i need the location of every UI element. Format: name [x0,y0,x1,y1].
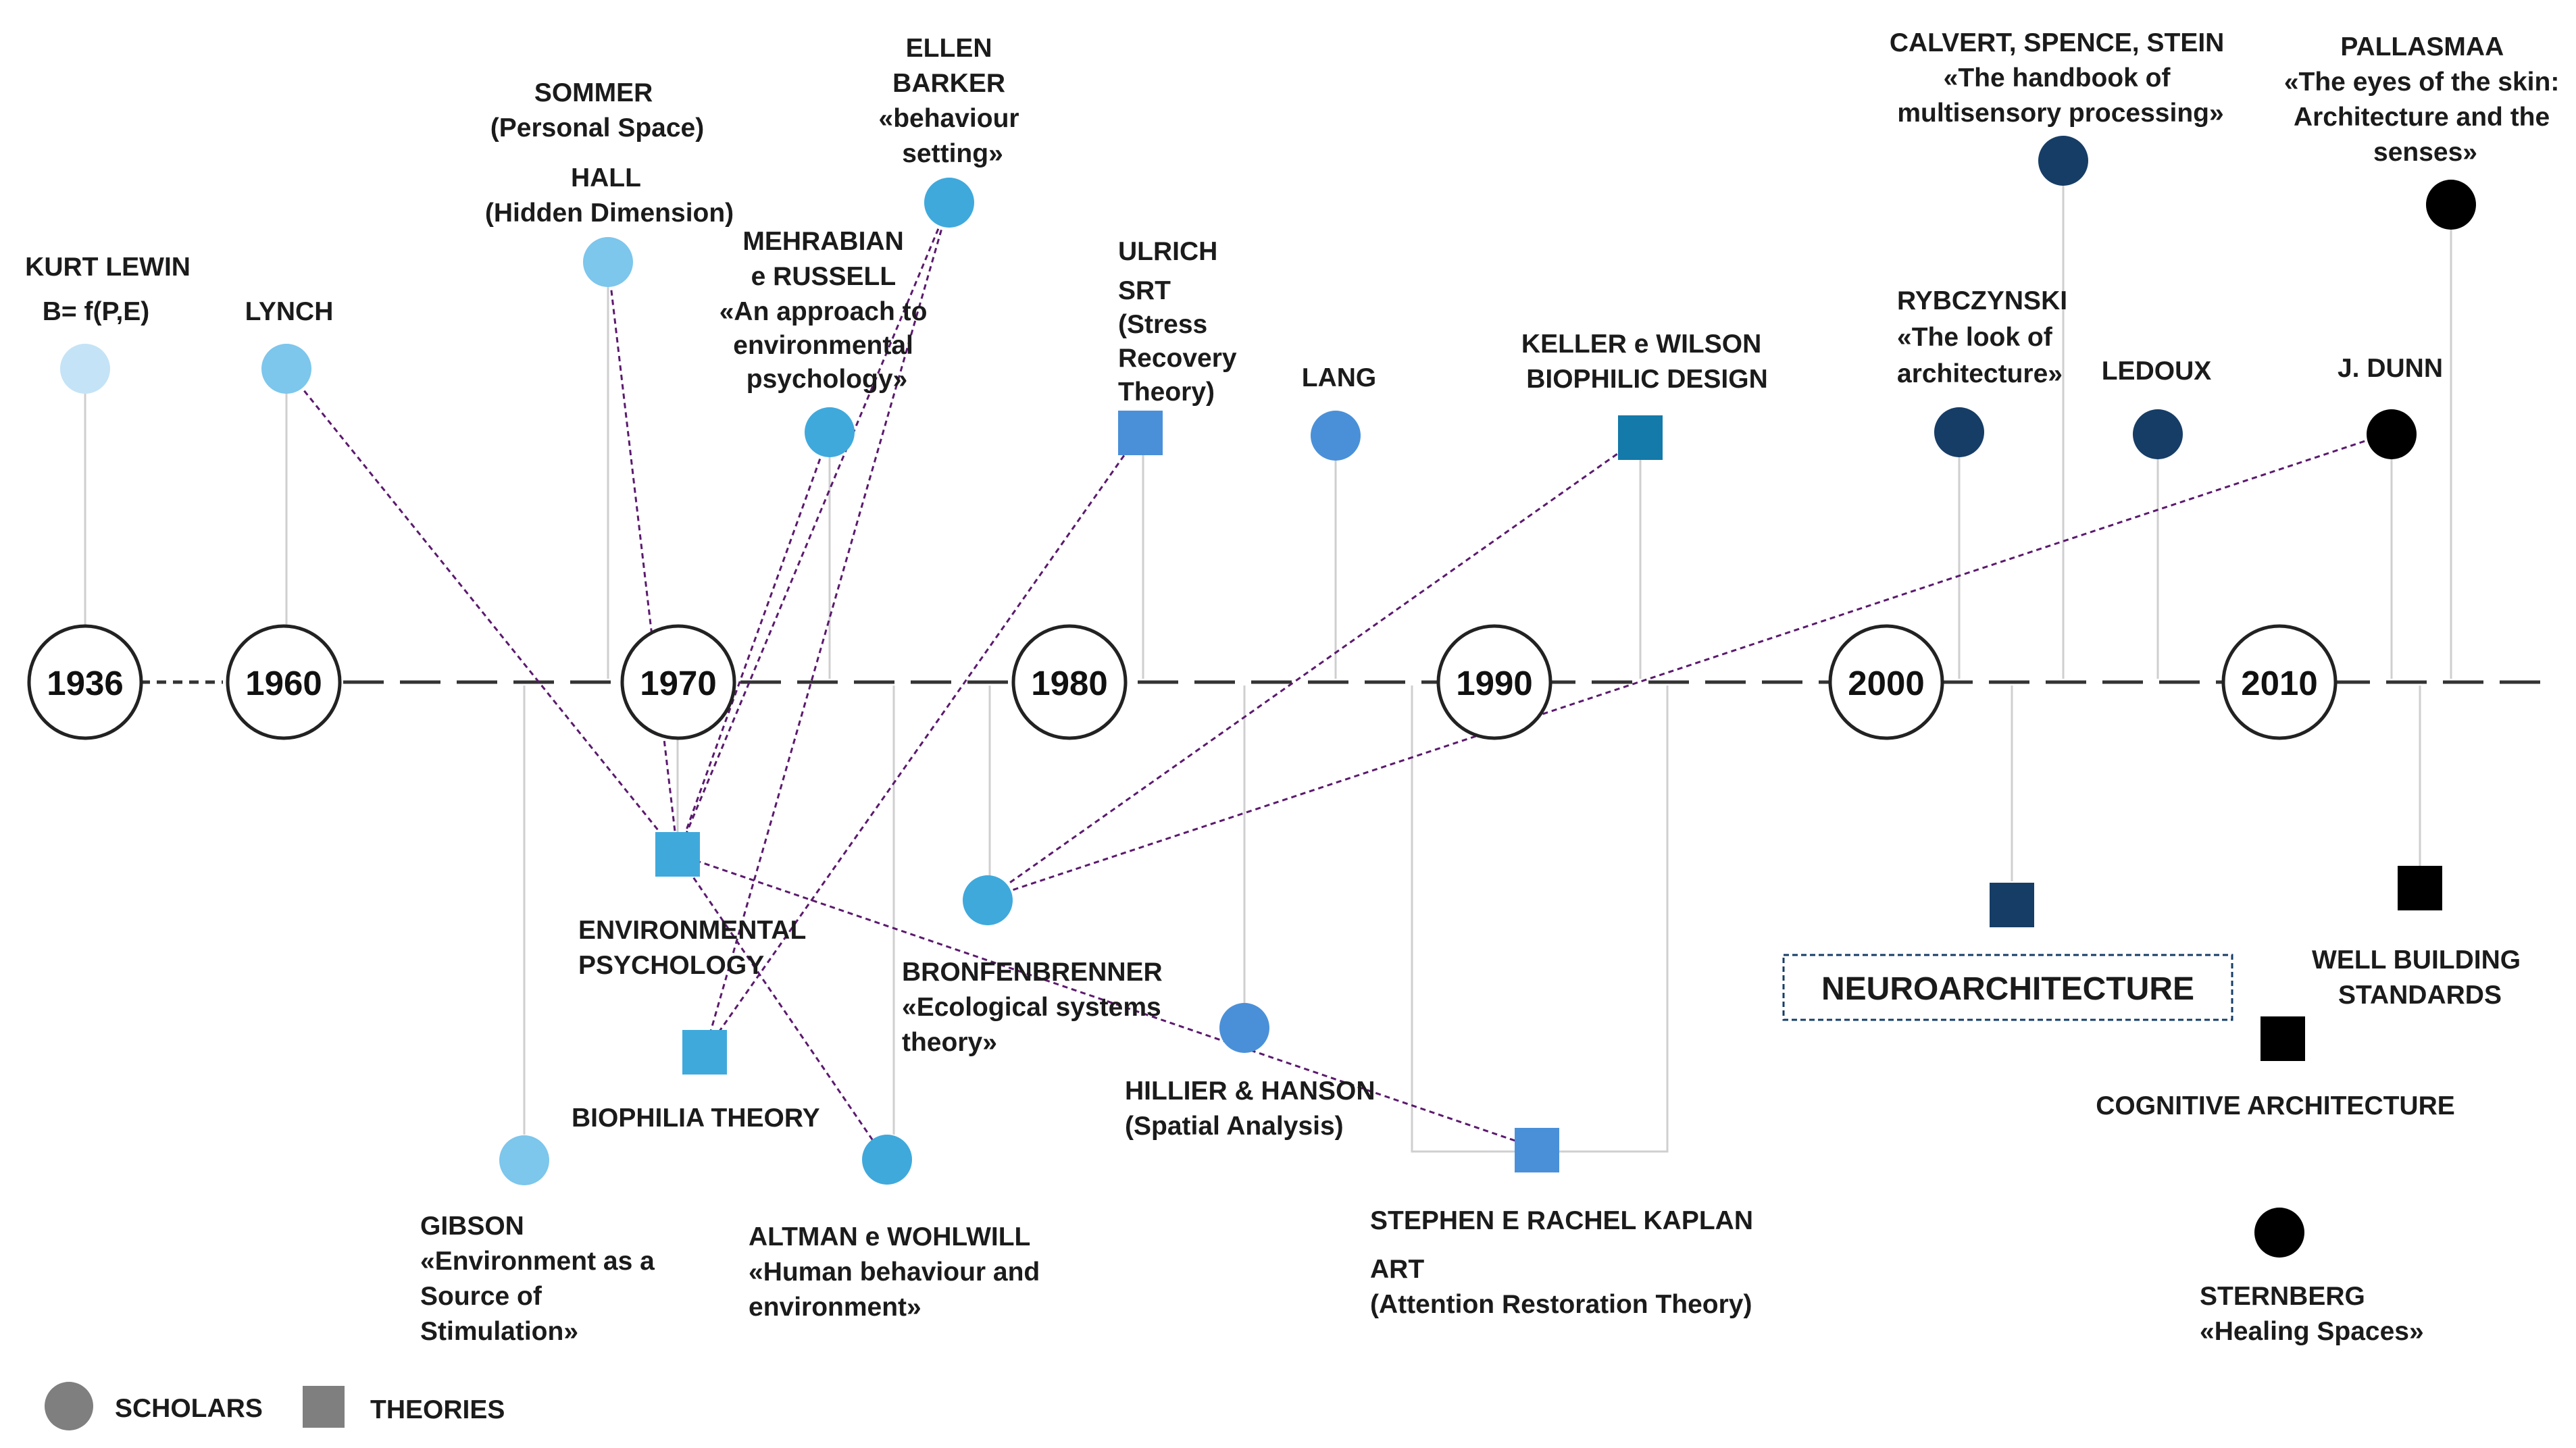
label-rybczynski: RYBCZYNSKI «The look of architecture» [1897,286,2075,388]
label-dunn: J. DUNN [2338,354,2443,383]
label-calvert: CALVERT, SPENCE, STEIN «The handbook of … [1890,28,2231,128]
legend: SCHOLARS THEORIES [45,1382,505,1430]
year-2010: 2010 [2221,624,2338,740]
label-cognitive: COGNITIVE ARCHITECTURE [2096,1091,2455,1120]
scholar-calvert-marker [2038,136,2088,186]
stem-kaplan-bracket [1411,686,1669,1153]
label-neuro: NEUROARCHITECTURE [1821,971,2194,1007]
link-envpsych-altman [676,854,886,1159]
theory-cognitive-marker [2261,1016,2305,1061]
label-hall: HALL (Hidden Dimension) [485,163,734,228]
scholar-hillier-marker [1219,1003,1269,1053]
label-sternberg: STERNBERG «Healing Spaces» [2200,1282,2424,1346]
year-1990: 1990 [1436,624,1552,740]
label-kaplan: STEPHEN E RACHEL KAPLAN ART (Attention R… [1370,1206,1761,1319]
label-mehrabian: MEHRABIAN e RUSSELL «An approach to envi… [719,227,935,394]
theory-well-marker [2398,866,2442,910]
theory-art-marker [1515,1128,1559,1172]
scholar-pallasmaa-marker [2426,180,2476,230]
theory-neuro-marker [1990,883,2034,927]
label-altman: ALTMAN e WOHLWILL «Human behaviour and e… [749,1222,1047,1322]
theory-env-psych-marker [655,832,700,877]
year-1936: 1936 [27,624,143,740]
year-label: 1960 [245,664,322,702]
scholar-rybczynski-marker [1934,407,1984,457]
label-lewin: KURT LEWIN B= f(P,E) [25,253,198,326]
label-biophilia: BIOPHILIA THEORY [572,1104,820,1133]
legend-square-icon [303,1386,345,1428]
label-bronfenbrenner: BRONFENBRENNER «Ecological systems theor… [902,958,1170,1057]
scholar-lang-marker [1311,411,1361,461]
theory-markers [655,411,2442,1172]
scholar-hall-marker [583,237,633,287]
label-pallasmaa: PALLASMAA «The eyes of the skin: Archite… [2284,32,2567,167]
scholar-sternberg-marker [2254,1208,2304,1258]
label-lang: LANG [1302,363,1377,392]
theory-biophilia-marker [682,1030,727,1075]
legend-scholars-label: SCHOLARS [115,1394,263,1423]
link-ulrich-biophilia [703,432,1142,1053]
scholar-markers [60,136,2476,1258]
scholar-barker-marker [924,178,974,228]
scholar-bronfenbrenner-marker [963,875,1013,925]
legend-circle-icon [45,1382,93,1430]
label-keller: KELLER e WILSON BIOPHILIC DESIGN [1521,330,1769,394]
link-hall-envpsych [607,261,679,855]
scholar-gibson-marker [499,1135,549,1185]
label-well: WELL BUILDING STANDARDS [2312,946,2528,1010]
label-env-psych: ENVIRONMENTAL PSYCHOLOGY [578,916,813,980]
scholar-lynch-marker [261,344,311,394]
label-hillier: HILLIER & HANSON (Spatial Analysis) [1125,1077,1382,1141]
link-keller-bronfenbrenner [987,436,1641,900]
theory-srt-marker [1118,411,1163,455]
year-label: 1990 [1456,664,1532,702]
stems [84,161,2452,1153]
scholar-dunn-marker [2367,409,2417,459]
year-markers: 1936 1960 1970 1980 1990 2000 2010 [27,624,2338,740]
year-label: 1980 [1031,664,1107,702]
labels-above: KURT LEWIN B= f(P,E) LYNCH SOMMER (Perso… [25,28,2567,407]
year-1980: 1980 [1011,624,1128,740]
label-ledoux: LEDOUX [2102,357,2212,386]
scholar-ledoux-marker [2133,409,2183,459]
label-barker: ELLEN BARKER «behaviour setting» [879,34,1027,168]
year-1960: 1960 [226,624,342,740]
label-ulrich: ULRICH SRT (Stress Recovery Theory) [1118,237,1244,407]
theory-biophilic-design-marker [1618,415,1663,460]
year-label: 1936 [47,664,123,702]
link-barker-envpsych [676,202,951,855]
link-mehrabian-envpsych [676,432,831,855]
scholar-altman-marker [862,1135,912,1185]
label-gibson: GIBSON «Environment as a Source of Stimu… [420,1212,662,1346]
label-lynch: LYNCH [245,297,334,326]
year-2000: 2000 [1828,624,1944,740]
influence-links [285,202,2392,1159]
labels-below: ENVIRONMENTAL PSYCHOLOGY BIOPHILIA THEOR… [420,916,2528,1346]
year-label: 1970 [640,664,716,702]
year-label: 2000 [1848,664,1924,702]
link-dunn-bronfenbrenner [987,431,2392,900]
year-1970: 1970 [620,624,736,740]
year-label: 2010 [2241,664,2317,702]
label-sommer: SOMMER (Personal Space) [490,78,704,143]
link-envpsych-kaplan [677,853,1538,1149]
scholar-lewin-marker [60,344,110,394]
scholar-mehrabian-marker [805,407,855,457]
legend-theories-label: THEORIES [370,1395,505,1424]
neuroarchitecture-box: NEUROARCHITECTURE [1782,954,2233,1021]
link-lynch-envpsych [285,368,679,855]
